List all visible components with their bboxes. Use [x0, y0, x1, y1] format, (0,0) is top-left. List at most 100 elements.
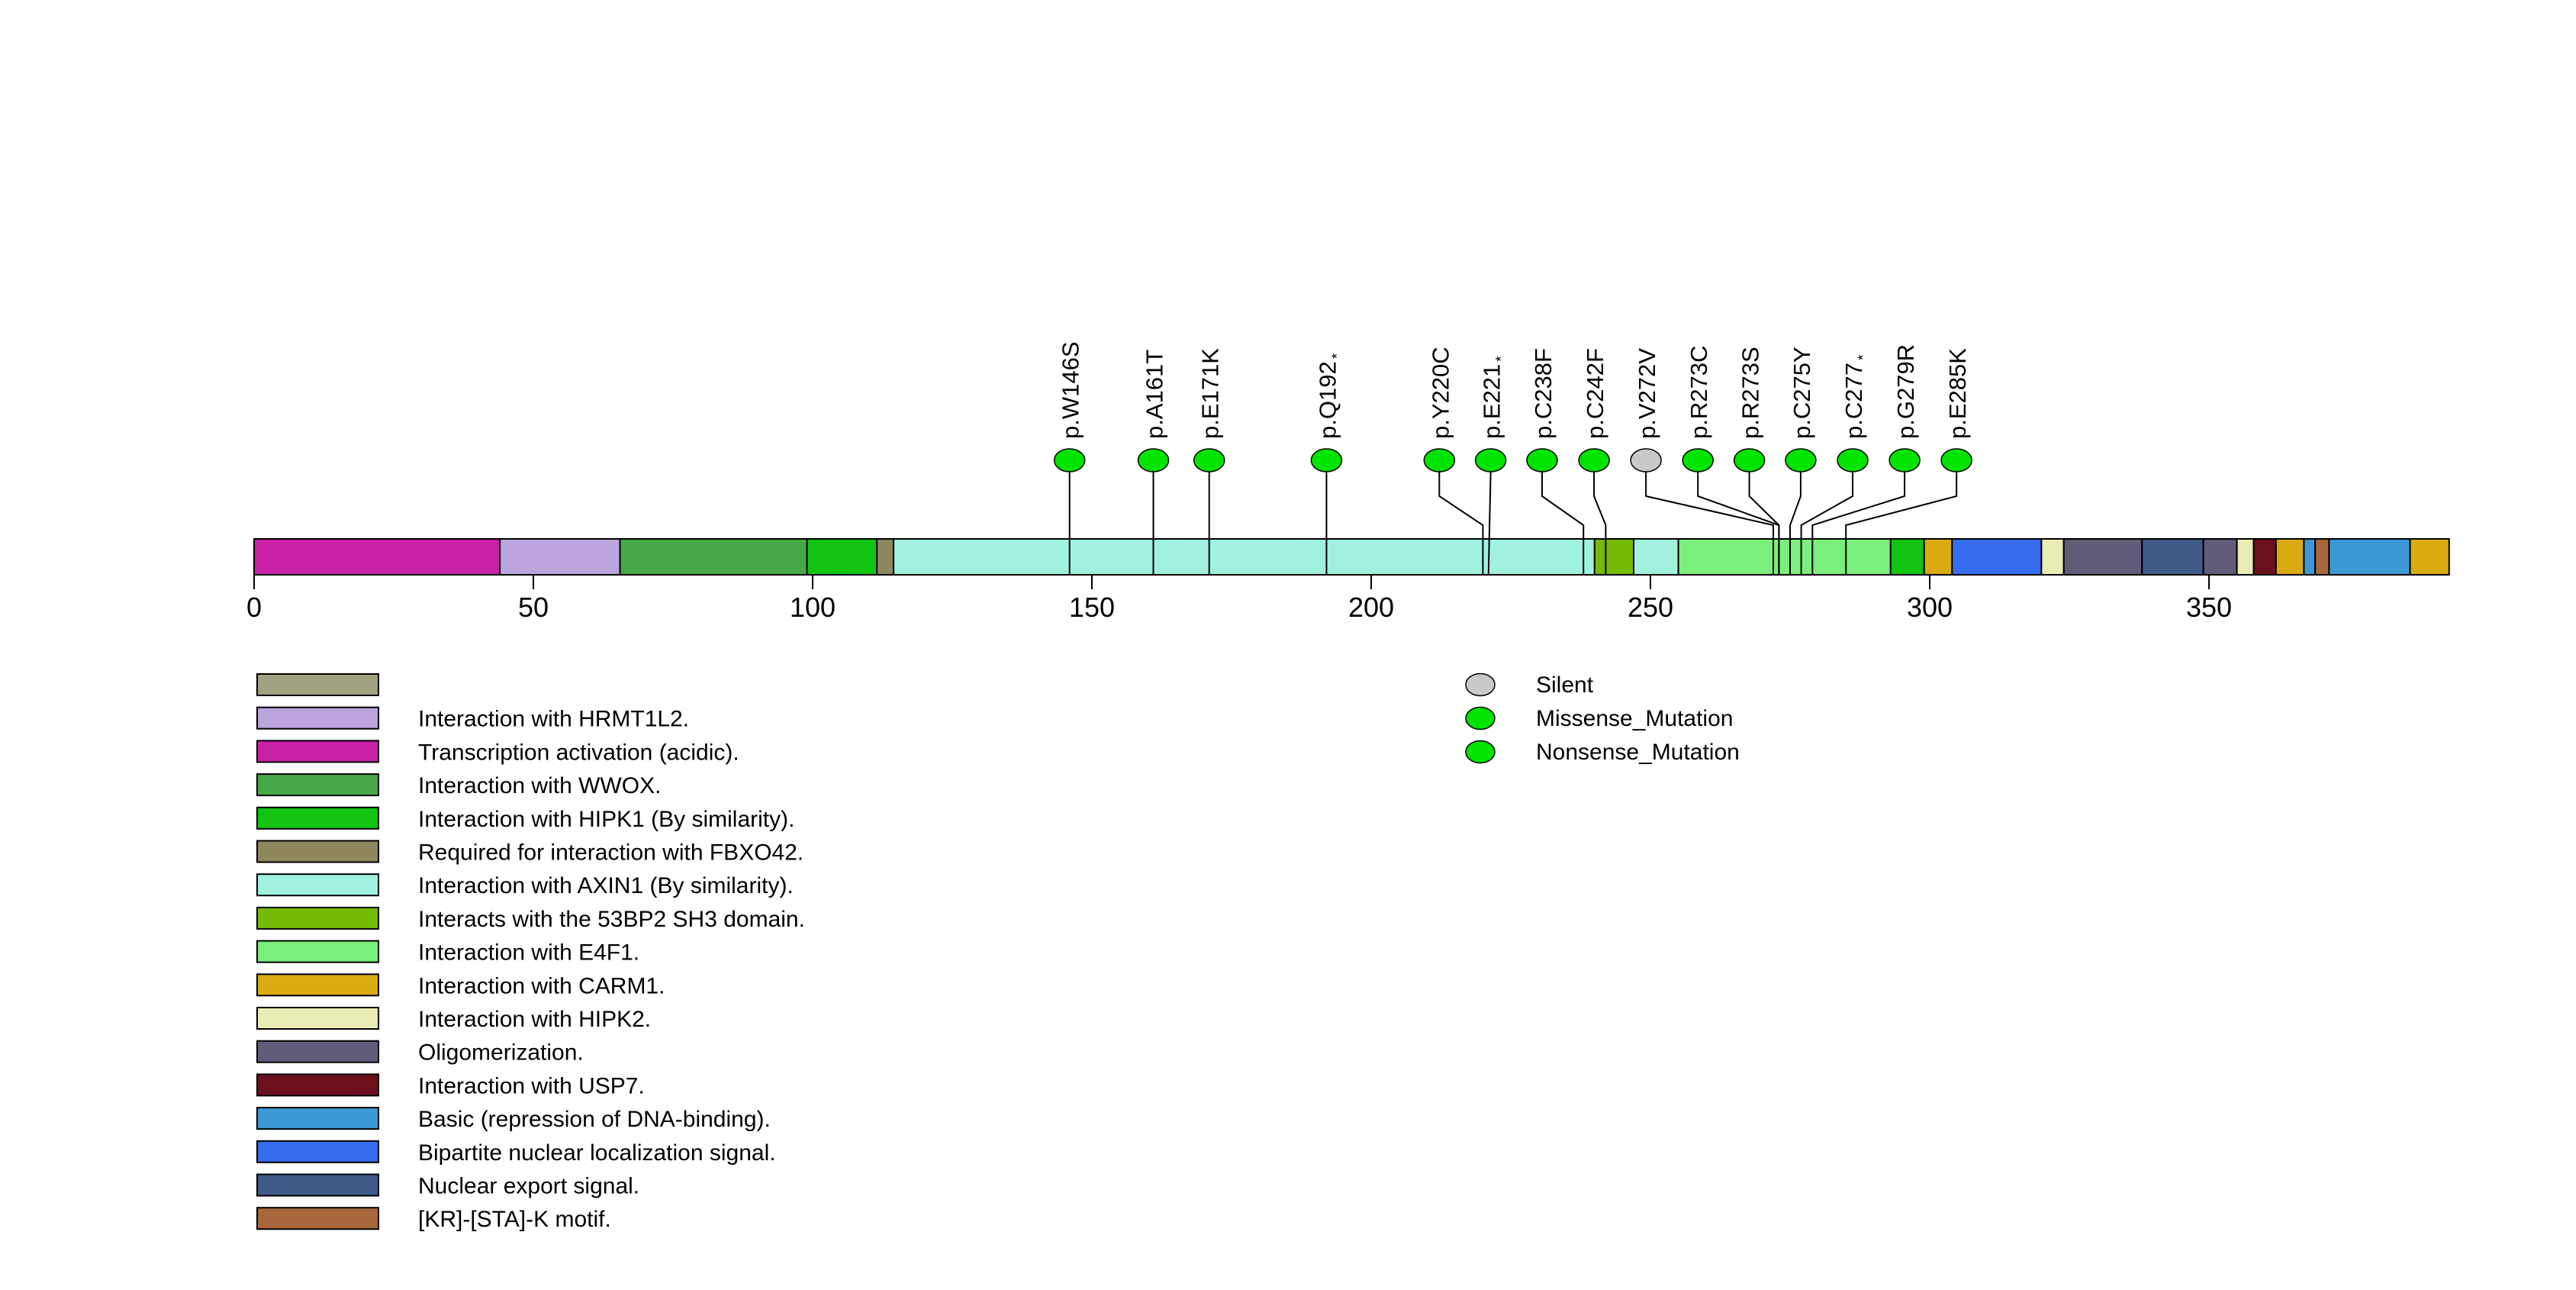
domain-legend-label: Interaction with USP7. [418, 1073, 645, 1098]
mutation-stem [1800, 472, 1853, 575]
domain-segment [893, 538, 1596, 576]
mutation-label: p.G279R [1892, 344, 1919, 439]
domain-legend-swatch [256, 1040, 379, 1063]
domain-segment [2141, 538, 2204, 576]
axis-tick-label: 0 [246, 592, 262, 623]
domain-legend-label: Transcription activation (acidic). [418, 740, 739, 765]
mutation-circle [1137, 448, 1170, 472]
mutation-circle [1526, 448, 1558, 472]
mutation-stem [1593, 472, 1607, 575]
domain-legend-swatch [256, 1207, 379, 1230]
domain-legend-swatch [256, 773, 379, 797]
domain-segment [2040, 538, 2065, 576]
domain-legend-label: Interaction with HIPK2. [418, 1007, 651, 1032]
mutation-label: p.W146S [1058, 341, 1084, 439]
domain-legend-swatch [256, 1173, 379, 1197]
domain-segment [1633, 538, 1679, 576]
axis-tick-label: 150 [1069, 592, 1115, 623]
domain-legend-label: [KR]-[STA]-K motif. [418, 1207, 611, 1232]
domain-legend-label: Interaction with WWOX. [418, 773, 661, 798]
domain-legend-swatch [256, 840, 379, 863]
mutation-circles [1053, 448, 1972, 472]
domain-legend-label: Interaction with HIPK1 (By similarity). [418, 807, 794, 832]
axis-tick-label: 300 [1907, 592, 1953, 623]
mutation-label: p.E221* [1479, 356, 1510, 439]
domain-segment [2236, 538, 2255, 576]
mutation-circle [1785, 448, 1817, 472]
domain-segment [2252, 538, 2277, 576]
mutation-circle [1474, 448, 1507, 472]
type-legend-marker [1465, 706, 1496, 730]
mutation-stem [1789, 472, 1802, 575]
mutation-stem [1645, 472, 1774, 575]
mutation-label: p.R273C [1686, 346, 1712, 439]
axis-tick-label: 100 [790, 592, 836, 623]
type-legend-marker [1465, 740, 1496, 764]
domain-legend-label: Interacts with the 53BP2 SH3 domain. [418, 907, 805, 932]
domain-legend-swatch [256, 706, 379, 730]
domain-legend-label: Bipartite nuclear localization signal. [418, 1140, 776, 1166]
mutation-label: p.C238F [1530, 348, 1557, 439]
mutation-label: p.Q192* [1314, 353, 1345, 439]
domain-legend-swatch [256, 1107, 379, 1130]
domain-legend-swatch [256, 1073, 379, 1097]
mutation-label: p.E171K [1197, 348, 1224, 439]
domain-legend-label: Basic (repression of DNA-binding). [418, 1107, 771, 1132]
mutation-label: p.E285K [1944, 348, 1971, 439]
domain-segment [2275, 538, 2305, 576]
mutation-label: p.C277* [1840, 354, 1872, 439]
type-legend-label: Missense_Mutation [1536, 706, 1733, 731]
mutation-labels: p.W146S p.A161T p.E171K p.Q192* p.Y220C p.E22… [1058, 341, 1971, 439]
domain-segment [619, 538, 808, 576]
domain-segment [2303, 538, 2316, 576]
domain-legend-swatch [256, 973, 379, 997]
mutation-label: p.C275Y [1789, 347, 1815, 439]
domain-legend: Interaction with HRMT1L2. Transcription a… [256, 673, 805, 1232]
type-legend-label: Silent [1536, 672, 1594, 698]
domain-legend-swatch [256, 940, 379, 963]
mutation-stem [1541, 472, 1585, 575]
mutation-circle [1578, 448, 1610, 472]
domain-segment [1889, 538, 1925, 576]
domain-segment [1923, 538, 1953, 576]
domain-legend-label: Interaction with CARM1. [418, 973, 665, 998]
domain-legend-swatch [256, 673, 379, 696]
domain-legend-swatch [256, 1140, 379, 1163]
domain-segment [1951, 538, 2043, 576]
domain-segment [1593, 538, 1635, 576]
domain-segment [253, 538, 501, 576]
mutation-label: p.V272V [1634, 348, 1660, 439]
domain-legend-swatch [256, 740, 379, 763]
type-legend-label: Nonsense_Mutation [1536, 740, 1740, 765]
axis-tick-label: 50 [518, 592, 549, 623]
mutation-label: p.Y220C [1427, 347, 1454, 439]
mutation-circle [1733, 448, 1766, 472]
domain-legend-label: Interaction with E4F1. [418, 940, 639, 966]
axis-tick-label: 200 [1348, 592, 1394, 623]
domain-legend-label: Nuclear export signal. [418, 1174, 639, 1199]
domain-legend-label: Required for interaction with FBXO42. [418, 840, 803, 866]
mutation-stem [1487, 471, 1492, 576]
domain-segment [2409, 538, 2450, 576]
mutation-circle [1889, 448, 1921, 472]
domain-legend-swatch [256, 1007, 379, 1030]
mutation-label: p.A161T [1141, 350, 1168, 439]
domain-segment [806, 538, 878, 576]
type-legend-marker [1465, 672, 1496, 697]
mutation-circle [1630, 448, 1662, 472]
domain-legend-label: Interaction with HRMT1L2. [418, 707, 689, 732]
mutation-stem [1811, 472, 1906, 575]
mutation-circle [1053, 448, 1086, 472]
mutation-circle [1940, 448, 1972, 472]
protein-bar [253, 538, 2450, 576]
domain-legend-label: Oligomerization. [418, 1040, 584, 1066]
domain-segment [2202, 538, 2238, 576]
domain-legend-label: Interaction with AXIN1 (By similarity). [418, 873, 794, 898]
axis-tick-label: 250 [1628, 592, 1673, 623]
mutation-label: p.R273S [1737, 347, 1764, 439]
mutation-stem [1438, 472, 1484, 575]
